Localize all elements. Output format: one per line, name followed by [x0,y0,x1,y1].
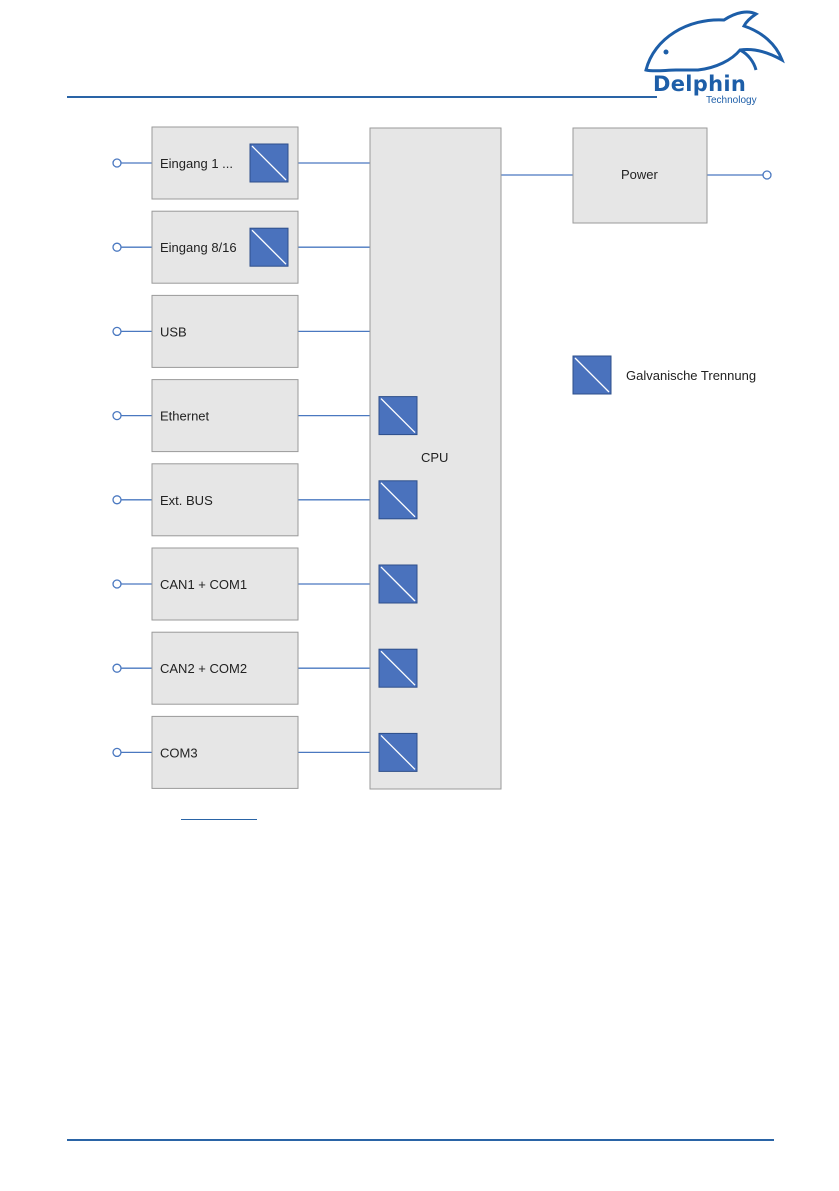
block-isolator [250,228,288,266]
terminal-circle [113,159,121,167]
terminal-circle [113,580,121,588]
cpu-label: CPU [421,450,448,465]
input-block-label: COM3 [160,745,198,760]
terminal-circle [113,664,121,672]
power-label: Power [621,167,659,182]
cpu-isolator [379,481,417,519]
legend: Galvanische Trennung [573,356,756,394]
input-block-label: Eingang 1 ... [160,156,233,171]
cpu-isolator [379,649,417,687]
input-block-label: CAN1 + COM1 [160,577,247,592]
underlined-link[interactable] [181,819,257,820]
block-isolator [250,144,288,182]
input-block-label: Ethernet [160,409,210,424]
cpu-isolator [379,397,417,435]
terminal-circle [113,496,121,504]
footer-rule [67,1139,774,1141]
legend-label: Galvanische Trennung [626,368,756,383]
power-terminal-circle [763,171,771,179]
terminal-circle [113,327,121,335]
input-block-label: Ext. BUS [160,493,213,508]
input-block-label: CAN2 + COM2 [160,661,247,676]
input-block-label: USB [160,324,187,339]
cpu-isolator [379,565,417,603]
cpu-isolator [379,733,417,771]
terminal-circle [113,748,121,756]
terminal-circle [113,412,121,420]
input-block-label: Eingang 8/16 [160,240,237,255]
terminal-circle [113,243,121,251]
